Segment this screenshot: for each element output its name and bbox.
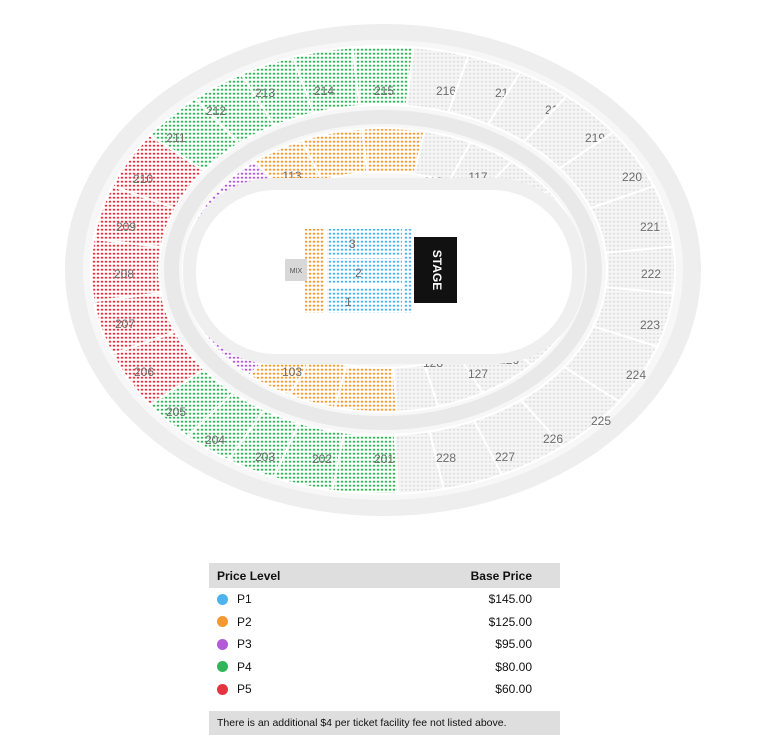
section-label-127: 127 [468, 367, 488, 381]
price-row-p1: P1 $145.00 [209, 588, 560, 611]
section-label-203: 203 [255, 450, 275, 464]
base-price: $95.00 [495, 637, 532, 652]
price-row-p4: P4 $80.00 [209, 656, 560, 679]
section-label-220: 220 [622, 170, 642, 184]
price-row-p3: P3 $95.00 [209, 633, 560, 656]
stage [414, 237, 457, 303]
floor-label-2: 2 [355, 266, 362, 280]
section-label-213: 213 [255, 86, 275, 100]
section-label-216: 216 [436, 84, 456, 98]
base-price: $80.00 [495, 659, 532, 674]
section-label-226: 226 [543, 432, 563, 446]
section-label-205: 205 [166, 405, 186, 419]
section-label-222: 222 [641, 267, 661, 281]
header-price-level: Price Level [217, 568, 281, 583]
price-row-p5: P5 $60.00 [209, 678, 560, 701]
section-label-208: 208 [114, 267, 134, 281]
section-label-206: 206 [134, 365, 154, 379]
section-label-223: 223 [640, 318, 660, 332]
section-label-212: 212 [206, 104, 226, 118]
section-label-211: 211 [166, 131, 185, 145]
header-base-price: Base Price [470, 568, 532, 583]
section-label-103: 103 [282, 365, 302, 379]
section-label-201: 201 [374, 452, 394, 466]
p2-color-dot-icon [217, 616, 228, 628]
section-label-221: 221 [640, 220, 660, 234]
p5-color-dot-icon [217, 683, 228, 695]
price-table: Price Level Base Price P1 $145.00 P2 $12… [209, 563, 560, 735]
stage-label: STAGE [430, 250, 444, 290]
section-label-207: 207 [115, 317, 135, 331]
floor-side-left[interactable] [305, 229, 324, 313]
facility-fee-note: There is an additional $4 per ticket fac… [209, 710, 560, 735]
base-price: $125.00 [488, 614, 532, 629]
base-price: $60.00 [495, 682, 532, 697]
section-label-227: 227 [495, 450, 515, 464]
mix-position [285, 259, 307, 281]
price-level: P4 [237, 659, 252, 674]
p4-color-dot-icon [217, 661, 228, 673]
p1-color-dot-icon [217, 593, 228, 605]
price-table-header: Price Level Base Price [209, 563, 560, 588]
mix-label: MIX [290, 268, 303, 275]
lower-section-128[interactable] [392, 363, 440, 413]
floor-label-3: 3 [349, 237, 356, 251]
section-label-210: 210 [133, 172, 153, 186]
section-label-204: 204 [205, 433, 225, 447]
price-level: P3 [237, 637, 252, 652]
floor-side-right[interactable] [404, 229, 412, 313]
price-level: P1 [237, 592, 252, 607]
upper-section-228[interactable] [393, 430, 445, 495]
price-level: P2 [237, 614, 252, 629]
section-label-202: 202 [312, 452, 332, 466]
base-price: $145.00 [488, 592, 532, 607]
section-label-225: 225 [591, 414, 611, 428]
section-label-209: 209 [116, 220, 136, 234]
floor-section-3[interactable] [327, 229, 402, 255]
section-label-228: 228 [436, 451, 456, 465]
section-label-224: 224 [626, 368, 646, 382]
section-label-215: 215 [374, 84, 394, 98]
section-label-214: 214 [314, 84, 334, 98]
p3-color-dot-icon [217, 638, 228, 650]
price-level: P5 [237, 682, 252, 697]
price-row-p2: P2 $125.00 [209, 611, 560, 634]
floor-label-1: 1 [345, 295, 352, 309]
floor-section-1[interactable] [327, 287, 402, 313]
floor-section-2[interactable] [327, 258, 402, 284]
